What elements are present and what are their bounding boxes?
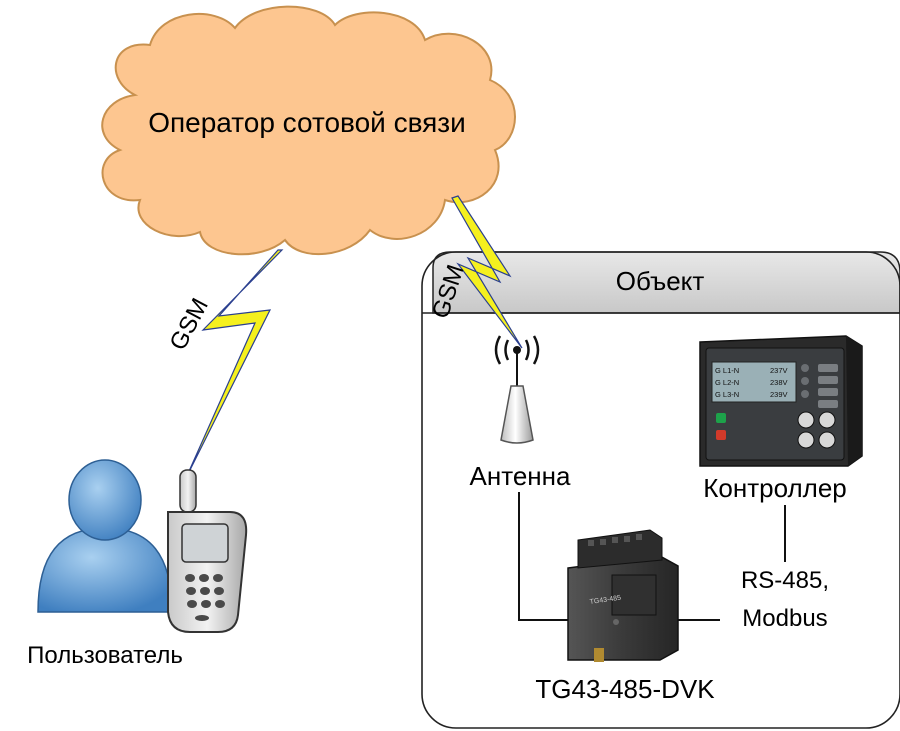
gsm-link-left: GSM: [164, 249, 284, 479]
modem-device-icon: TG43-485: [567, 529, 679, 662]
object-title: Объект: [616, 266, 705, 296]
screen-row-value: 238V: [770, 378, 788, 387]
user-label: Пользователь: [27, 642, 183, 669]
cloud-label: Оператор сотовой связи: [148, 107, 466, 138]
controller-icon: G L1-N 237V G L2-N 238V G L3-N 239V: [699, 335, 863, 467]
screen-row-name: G L1-N: [715, 366, 739, 375]
screen-row-value: 237V: [770, 366, 788, 375]
user-icon: [37, 459, 173, 613]
gsm-label-left: GSM: [164, 294, 214, 355]
antenna-label: Антенна: [470, 461, 571, 491]
device-print: TG43-485: [589, 595, 621, 606]
controller-screen: [711, 361, 797, 403]
screen-row-name: G L3-N: [715, 390, 739, 399]
device-label: TG43-485-DVK: [535, 674, 715, 704]
gsm-link-right: GSM: [427, 195, 523, 349]
connection-label-2: Modbus: [742, 605, 827, 632]
screen-row-name: G L2-N: [715, 378, 739, 387]
phone-icon: [167, 469, 248, 633]
antenna-icon: [494, 335, 540, 444]
cloud-operator: Оператор сотовой связи: [101, 5, 516, 256]
controller-label: Контроллер: [703, 473, 846, 503]
connection-label-1: RS-485,: [741, 567, 829, 594]
object-box: Объект: [421, 251, 900, 729]
screen-row-value: 239V: [770, 390, 788, 399]
antenna-cable: [518, 492, 570, 621]
